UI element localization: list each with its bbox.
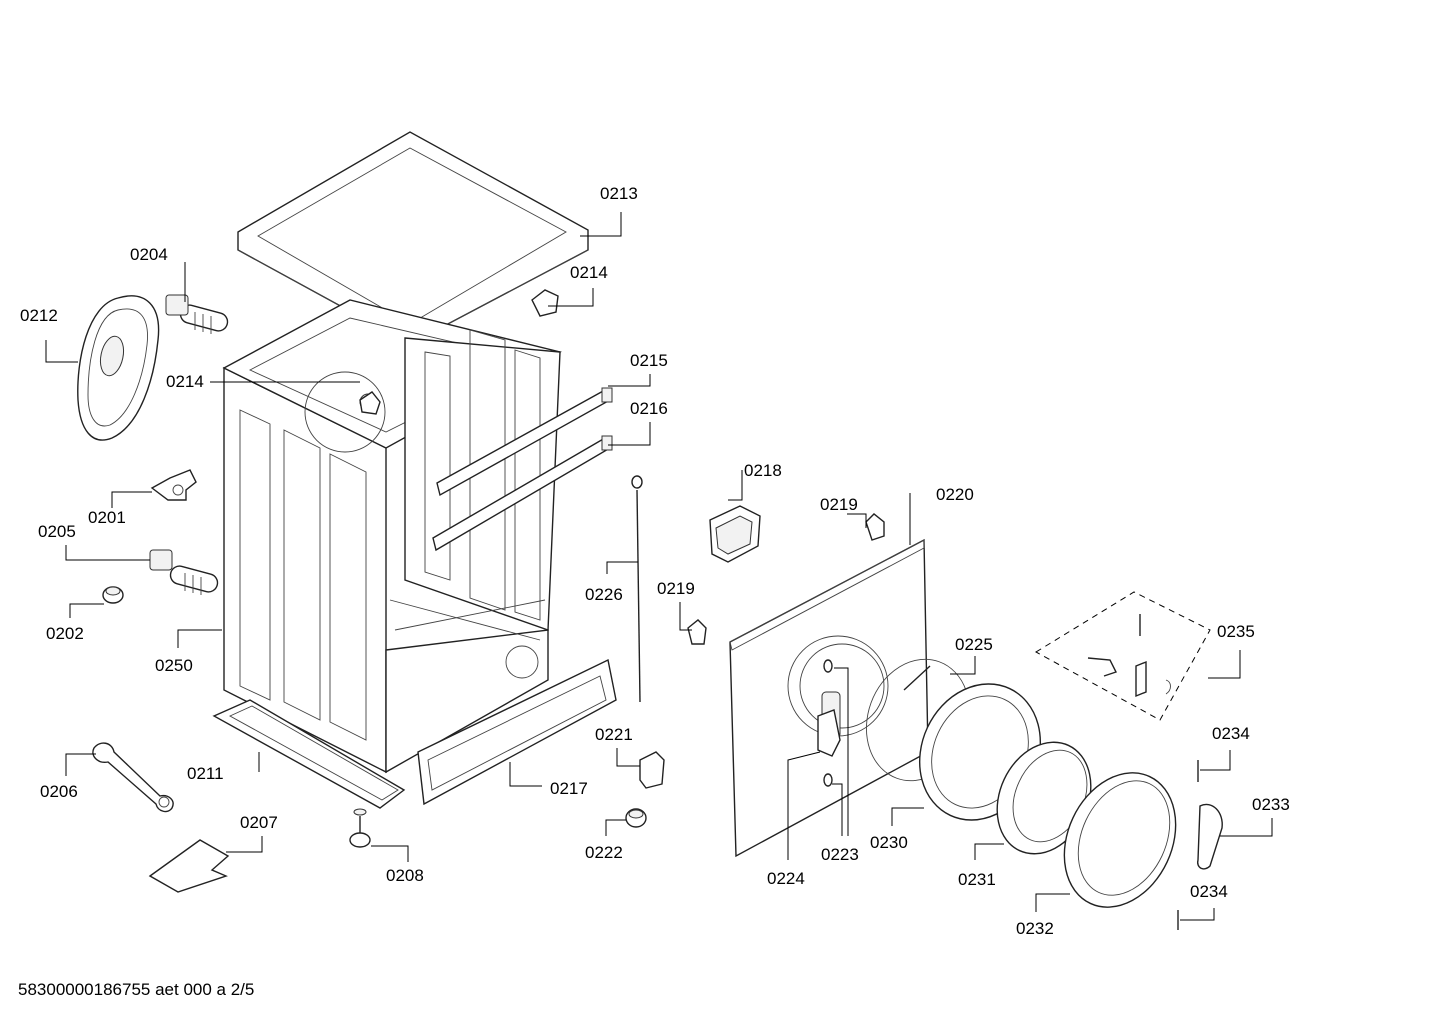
- part-0232-door-outer-ring[interactable]: [1043, 755, 1196, 926]
- part-0202-cap[interactable]: [102, 586, 124, 604]
- label-0201[interactable]: 0201: [88, 508, 126, 527]
- part-0206-spanner[interactable]: [92, 742, 174, 813]
- part-0214-clip-a[interactable]: [531, 289, 559, 317]
- label-0226[interactable]: 0226: [585, 585, 623, 604]
- label-0234-upper[interactable]: 0234: [1212, 724, 1250, 743]
- label-0233[interactable]: 0233: [1252, 795, 1290, 814]
- part-0213-top-cover[interactable]: [237, 131, 589, 345]
- part-0212-rear-cover[interactable]: [77, 295, 160, 441]
- label-0215[interactable]: 0215: [630, 351, 668, 370]
- part-0221-door-lock[interactable]: [639, 751, 665, 789]
- label-0219-upper[interactable]: 0219: [820, 495, 858, 514]
- label-0205[interactable]: 0205: [38, 522, 76, 541]
- part-0205-transport-bolt[interactable]: [149, 549, 220, 595]
- label-0221[interactable]: 0221: [595, 725, 633, 744]
- part-0218-control-module[interactable]: [709, 505, 761, 563]
- label-0234-lower[interactable]: 0234: [1190, 882, 1228, 901]
- label-0235[interactable]: 0235: [1217, 622, 1255, 641]
- part-0204-transport-bolt[interactable]: [165, 294, 230, 334]
- part-labels: 0213 0204 0214 0212 0214 0215 0216 0218 …: [20, 184, 1290, 938]
- label-0204[interactable]: 0204: [130, 245, 168, 264]
- part-0219-clip-b[interactable]: [687, 619, 707, 645]
- leader-lines: [45, 212, 1273, 921]
- label-0232[interactable]: 0232: [1016, 919, 1054, 938]
- part-0220-front-panel[interactable]: [729, 538, 929, 858]
- document-reference-footer: 58300000186755 aet 000 a 2/5: [18, 980, 255, 999]
- label-0216[interactable]: 0216: [630, 399, 668, 418]
- part-0224-door-hook[interactable]: [817, 709, 841, 757]
- label-0230[interactable]: 0230: [870, 833, 908, 852]
- part-0215-strut[interactable]: [436, 387, 613, 497]
- label-0208[interactable]: 0208: [386, 866, 424, 885]
- part-0207-shim[interactable]: [148, 839, 230, 893]
- part-0217-plinth[interactable]: [417, 658, 617, 806]
- label-0207[interactable]: 0207: [240, 813, 278, 832]
- part-0231-door-glass[interactable]: [980, 727, 1109, 869]
- label-0211[interactable]: 0211: [187, 764, 224, 783]
- part-0223-bushing-a[interactable]: [823, 659, 833, 673]
- label-0231[interactable]: 0231: [958, 870, 996, 889]
- label-0218[interactable]: 0218: [744, 461, 782, 480]
- label-0214-top[interactable]: 0214: [570, 263, 608, 282]
- part-0233-door-handle[interactable]: [1196, 803, 1223, 870]
- part-0223-bushing-b[interactable]: [823, 773, 833, 787]
- label-0219-lower[interactable]: 0219: [657, 579, 695, 598]
- part-0208-foot[interactable]: [349, 808, 371, 848]
- label-0217[interactable]: 0217: [550, 779, 588, 798]
- part-0211-base-plate[interactable]: [212, 699, 406, 809]
- part-0219-clip-a[interactable]: [865, 513, 885, 541]
- label-0222[interactable]: 0222: [585, 843, 623, 862]
- label-0250[interactable]: 0250: [155, 656, 193, 675]
- part-0216-strut[interactable]: [432, 435, 613, 552]
- part-0226-rod[interactable]: [631, 475, 643, 703]
- part-0201-clip[interactable]: [150, 469, 197, 501]
- label-0224[interactable]: 0224: [767, 869, 805, 888]
- label-0212[interactable]: 0212: [20, 306, 58, 325]
- part-0250-housing[interactable]: [222, 299, 562, 774]
- label-0202[interactable]: 0202: [46, 624, 84, 643]
- part-0222-cap[interactable]: [625, 808, 647, 828]
- part-0235-kit[interactable]: [1035, 591, 1211, 721]
- label-0213[interactable]: 0213: [600, 184, 638, 203]
- part-0214-clip-b[interactable]: [359, 391, 381, 415]
- label-0214-inner[interactable]: 0214: [166, 372, 204, 391]
- label-0223[interactable]: 0223: [821, 845, 859, 864]
- label-0220[interactable]: 0220: [936, 485, 974, 504]
- label-0225[interactable]: 0225: [955, 635, 993, 654]
- label-0206[interactable]: 0206: [40, 782, 78, 801]
